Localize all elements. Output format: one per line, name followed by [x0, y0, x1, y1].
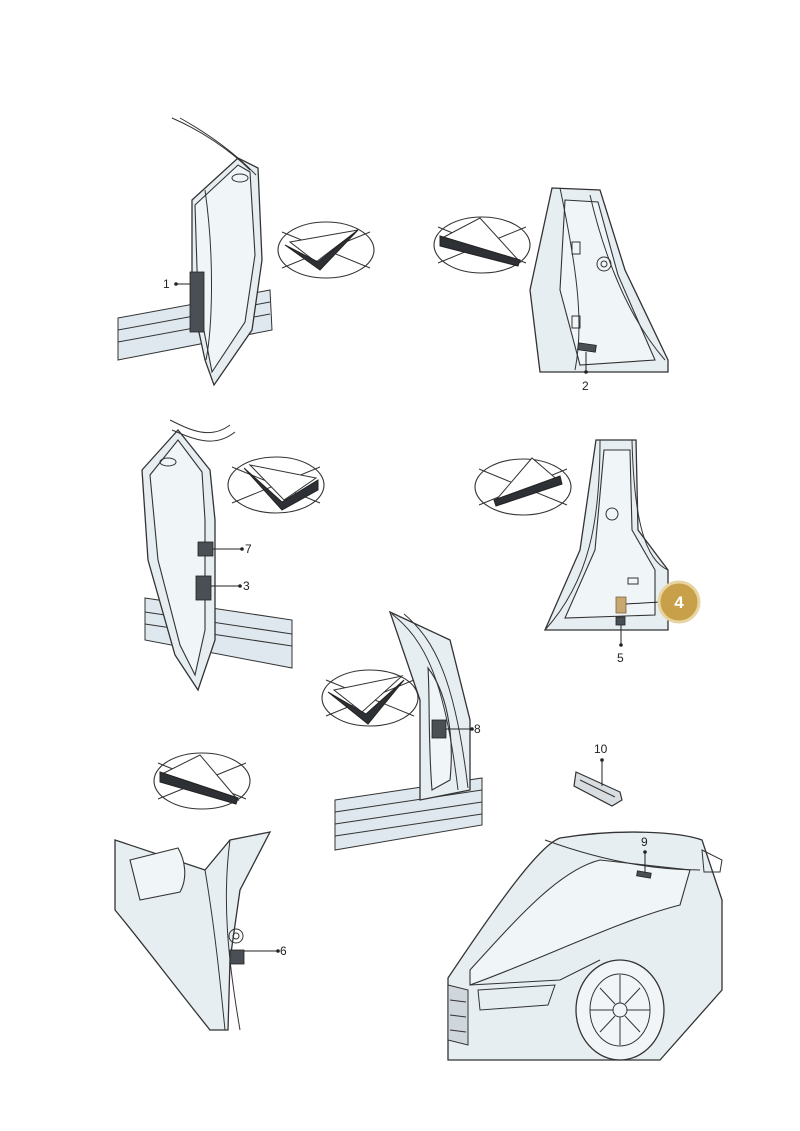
view-front-door-edge: 7 3 — [141, 419, 293, 692]
callout-6: 6 — [280, 944, 287, 958]
part-9-patch — [636, 870, 652, 879]
callout-4[interactable]: 4 — [674, 593, 684, 612]
orientation-symbol-1 — [277, 221, 375, 279]
view-car-front: 9 — [447, 831, 723, 1061]
callout-7: 7 — [245, 542, 252, 556]
view-rear-door-edge: 1 — [117, 117, 273, 387]
callout-8: 8 — [474, 722, 481, 736]
part-5-patch — [615, 616, 626, 626]
part-4-highlight — [615, 596, 627, 614]
callout-3: 3 — [243, 579, 250, 593]
view-c-pillar: 6 — [114, 831, 287, 1031]
callout-2: 2 — [582, 379, 589, 393]
orientation-symbol-6 — [153, 752, 251, 810]
part-1-patch — [189, 271, 205, 333]
part-7-patch — [197, 541, 214, 557]
part-3-patch — [195, 575, 212, 601]
view-b-pillar-top: 2 — [529, 187, 669, 393]
callout-5: 5 — [617, 651, 624, 665]
part-6-patch — [229, 949, 245, 965]
view-a-pillar-inner: 8 — [334, 610, 483, 851]
orientation-symbol-3 — [227, 456, 325, 514]
orientation-symbol-2 — [433, 216, 531, 274]
callout-10: 10 — [594, 742, 608, 756]
callout-1: 1 — [163, 277, 170, 291]
view-clip-part: 10 — [573, 742, 623, 807]
part-2-patch — [577, 342, 597, 353]
view-b-pillar-lower: 5 4 — [544, 439, 701, 665]
callout-4-badge[interactable] — [657, 580, 701, 624]
orientation-symbol-5 — [321, 669, 419, 727]
orientation-symbol-4 — [474, 457, 572, 516]
part-8-patch — [431, 719, 447, 739]
callout-9: 9 — [641, 835, 648, 849]
